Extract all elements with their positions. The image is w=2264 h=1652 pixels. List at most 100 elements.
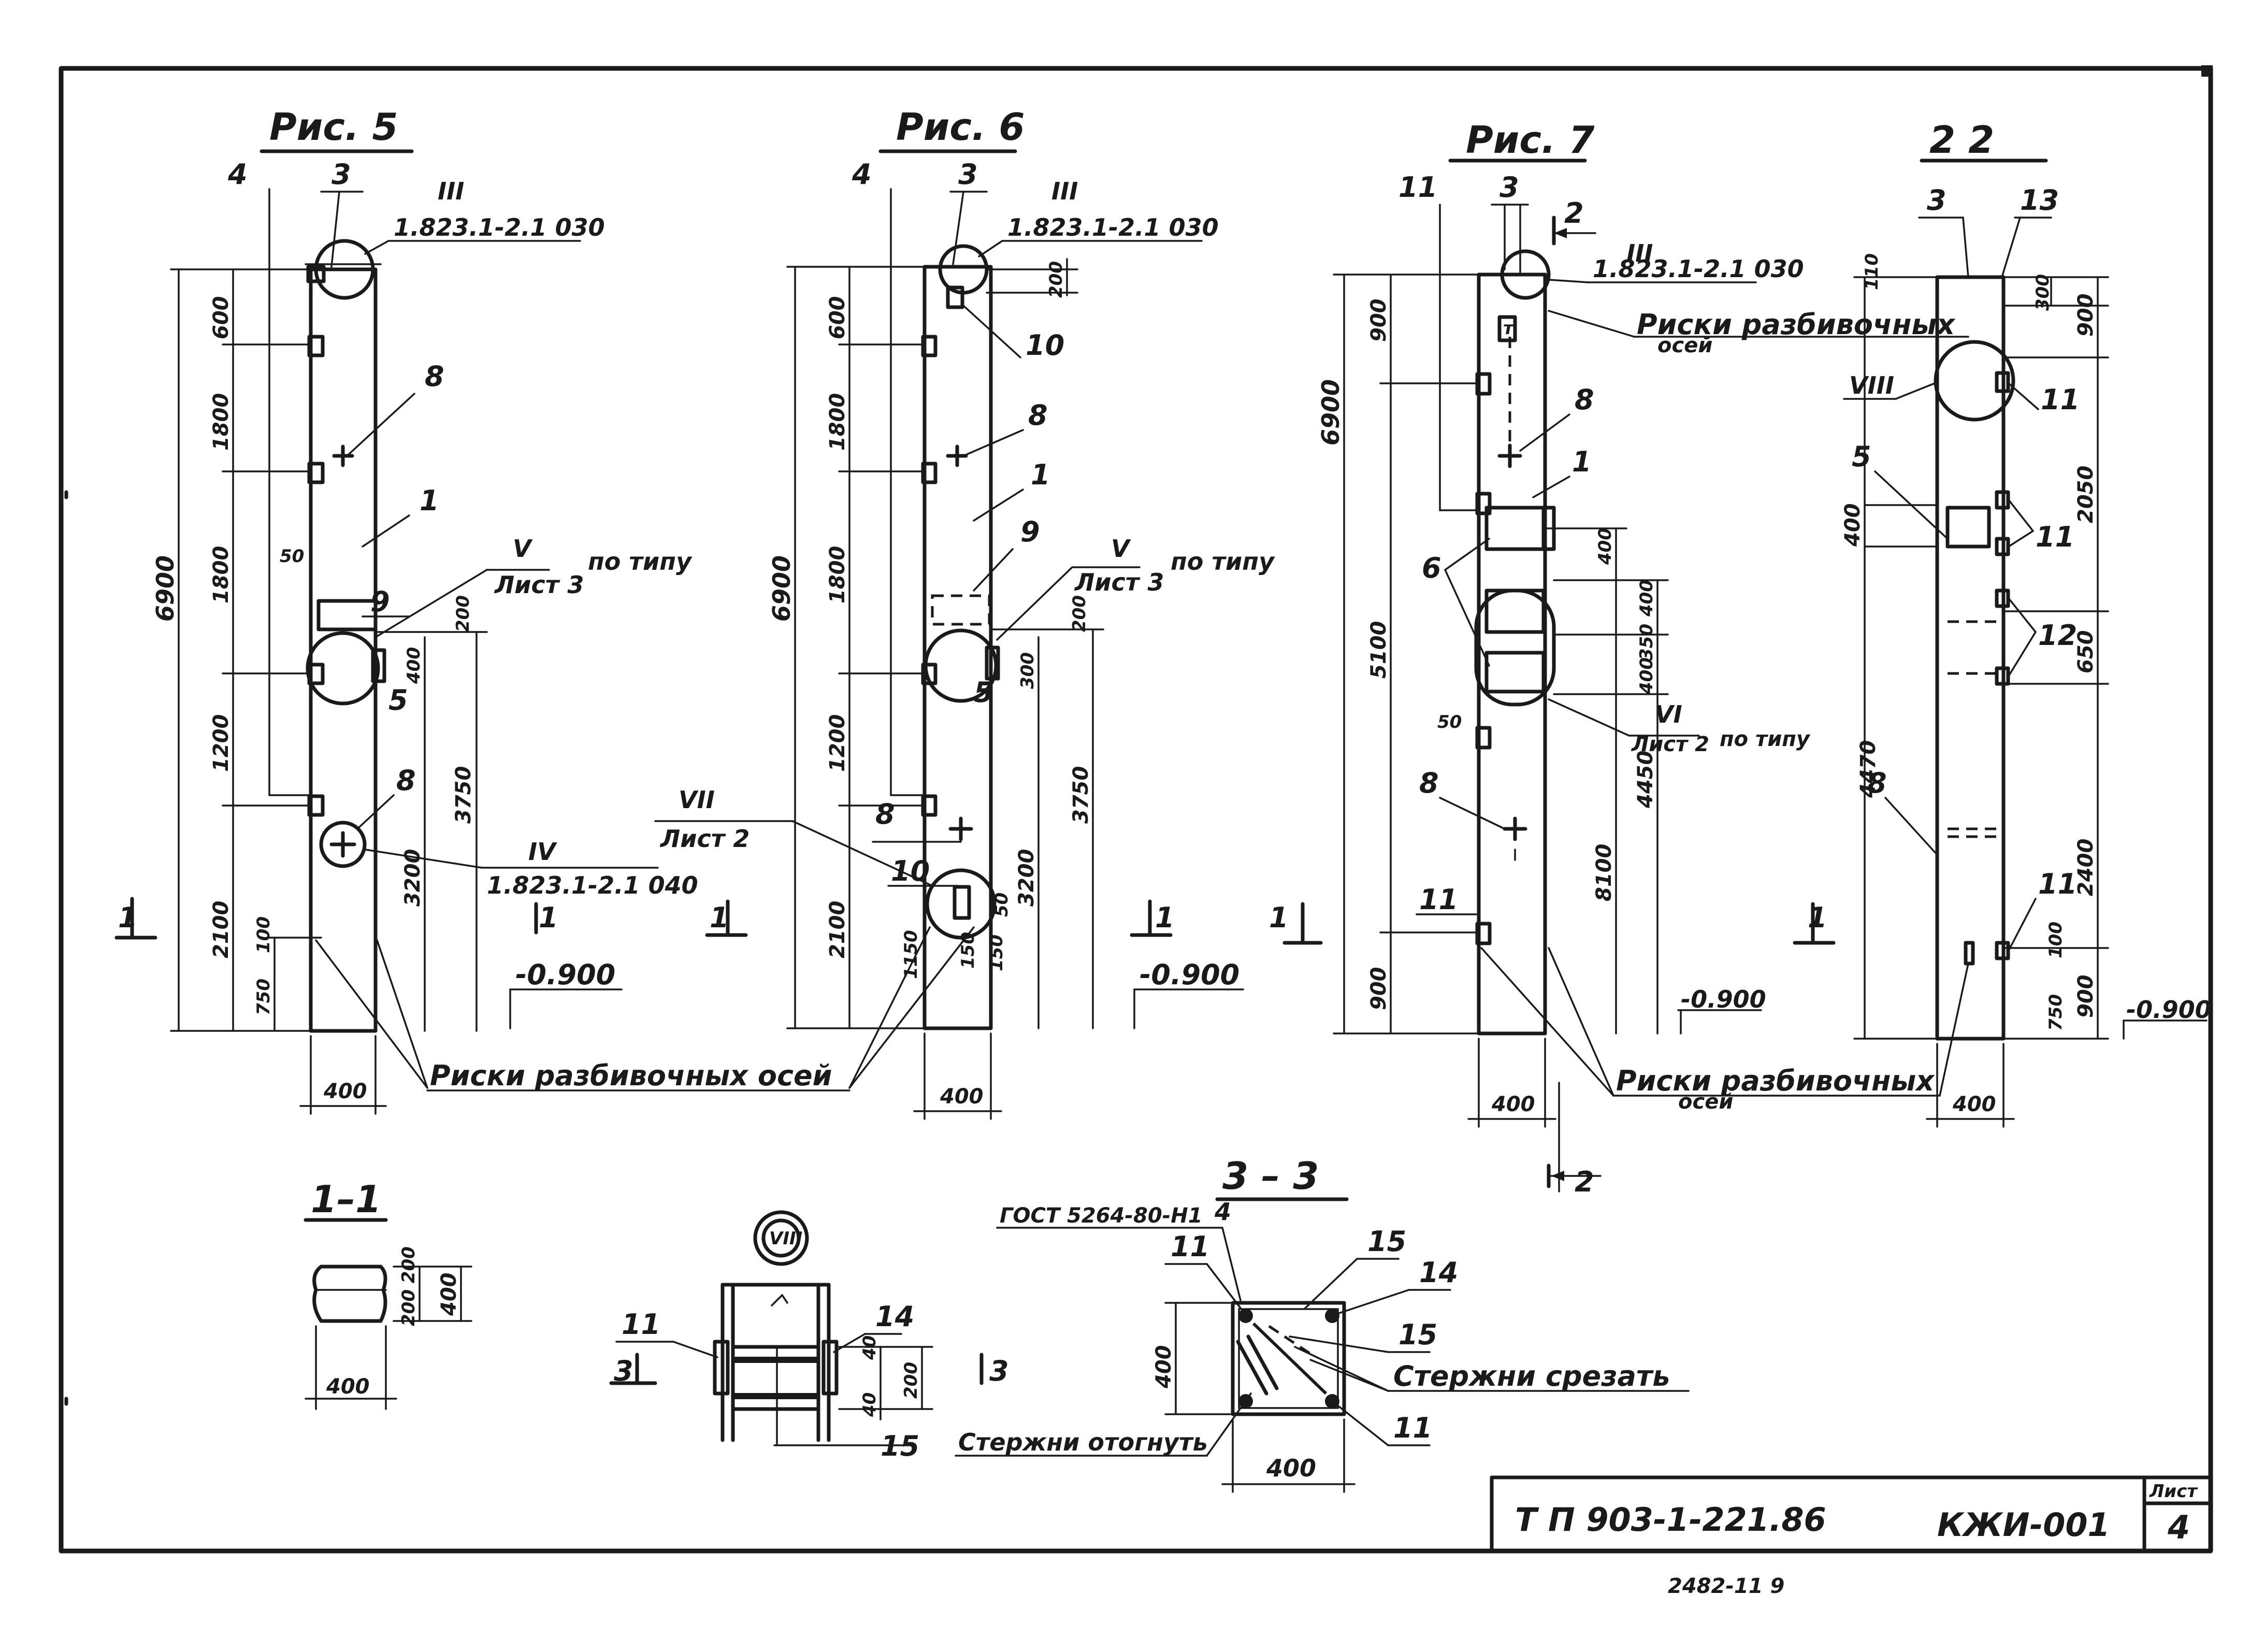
- svg-text:-0.900: -0.900: [1140, 958, 1239, 991]
- svg-text:5: 5: [1852, 440, 1871, 473]
- svg-text:400: 400: [940, 1085, 984, 1109]
- svg-text:400: 400: [1266, 1454, 1316, 1482]
- svg-text:13: 13: [2020, 184, 2059, 217]
- node-VIII: VIII 11 14 15 3 3 200 40 40: [609, 1210, 1009, 1462]
- svg-text:100: 100: [2045, 922, 2066, 958]
- svg-text:8: 8: [875, 798, 895, 830]
- svg-text:300: 300: [2032, 274, 2053, 311]
- svg-text:15: 15: [1367, 1225, 1406, 1258]
- svg-text:VIII: VIII: [769, 1228, 802, 1249]
- sheet-label: Лист: [2149, 1481, 2198, 1502]
- svg-text:14: 14: [875, 1300, 914, 1333]
- svg-text:2100: 2100: [826, 901, 849, 958]
- section-2-2-title: 2 2: [1929, 118, 1994, 162]
- svg-text:III: III: [438, 177, 464, 205]
- svg-text:V: V: [513, 535, 533, 563]
- svg-text:8: 8: [1575, 383, 1594, 416]
- svg-text:11: 11: [1393, 1412, 1432, 1444]
- figure-5-title: Рис. 5: [269, 105, 398, 149]
- svg-text:12: 12: [2038, 619, 2077, 652]
- svg-text:1.823.1-2.1 030: 1.823.1-2.1 030: [394, 213, 605, 241]
- svg-text:III: III: [1626, 239, 1653, 267]
- svg-text:Лист 3: Лист 3: [1074, 568, 1164, 596]
- svg-text:8: 8: [1867, 767, 1887, 799]
- node-VIII-marker: [753, 1210, 809, 1266]
- svg-text:14: 14: [1419, 1256, 1458, 1289]
- svg-text:50: 50: [991, 893, 1012, 917]
- svg-text:2400: 2400: [2074, 839, 2098, 896]
- sheet-frame: [59, 66, 2213, 1554]
- svg-text:11: 11: [2036, 521, 2074, 553]
- svg-text:400: 400: [1636, 657, 1657, 695]
- svg-text:VIII: VIII: [1849, 371, 1894, 399]
- svg-text:600: 600: [826, 296, 849, 340]
- svg-text:осей: осей: [1678, 1090, 1733, 1114]
- svg-text:400: 400: [1841, 504, 1865, 548]
- svg-text:200: 200: [901, 1362, 921, 1399]
- svg-text:750: 750: [2045, 994, 2066, 1031]
- column-outline: [922, 265, 993, 1030]
- svg-text:-0.900: -0.900: [2126, 996, 2212, 1024]
- project-number: Т П 903-1-221.86: [1515, 1501, 1826, 1539]
- svg-text:400: 400: [1491, 1093, 1535, 1116]
- svg-text:600: 600: [209, 296, 233, 340]
- svg-text:3: 3: [958, 158, 978, 191]
- svg-text:по типу: по типу: [1720, 727, 1811, 751]
- svg-text:150: 150: [958, 932, 978, 969]
- svg-text:Риски разбивочных: Риски разбивочных: [1616, 1065, 1935, 1097]
- svg-text:8100: 8100: [1592, 844, 1616, 901]
- svg-text:3: 3: [331, 158, 351, 191]
- svg-text:-0.900: -0.900: [515, 958, 615, 991]
- svg-text:1800: 1800: [826, 393, 849, 451]
- svg-text:1800: 1800: [209, 546, 233, 604]
- svg-text:100: 100: [253, 916, 274, 953]
- svg-text:1800: 1800: [209, 393, 233, 451]
- section-3-3: 3 – 3 ГОСТ 5264-80-Н1 4 11 15 14 15 Стер…: [955, 1154, 1690, 1493]
- svg-text:750: 750: [253, 979, 274, 1015]
- svg-text:1.823.1-2.1 040: 1.823.1-2.1 040: [487, 871, 698, 899]
- svg-text:2: 2: [1575, 1166, 1594, 1198]
- svg-text:40: 40: [859, 1392, 880, 1417]
- svg-text:200 200: 200 200: [398, 1246, 419, 1326]
- svg-text:1: 1: [1269, 901, 1289, 934]
- svg-text:150: 150: [986, 935, 1007, 971]
- svg-text:VII: VII: [679, 786, 715, 814]
- svg-text:400: 400: [323, 1080, 367, 1103]
- svg-text:8: 8: [1419, 767, 1439, 799]
- title-block: Т П 903-1-221.86 КЖИ-001 Лист 4: [1490, 1475, 2213, 1553]
- column-outline: [309, 267, 378, 1033]
- svg-text:по типу: по типу: [1171, 548, 1275, 576]
- svg-text:650: 650: [2074, 630, 2098, 674]
- svg-text:6900: 6900: [1317, 379, 1345, 446]
- svg-text:1: 1: [420, 484, 439, 517]
- svg-text:400: 400: [1595, 528, 1616, 565]
- svg-text:9: 9: [370, 585, 390, 618]
- sterzhni-srezat-note: Стержни срезать: [1393, 1360, 1670, 1392]
- svg-text:по типу: по типу: [588, 548, 693, 576]
- figure-7: Рис. 7 т 6900 900 5100 900 50: [1269, 118, 1969, 1198]
- svg-text:11: 11: [1419, 883, 1458, 916]
- svg-text:900: 900: [1367, 299, 1391, 342]
- svg-text:3750: 3750: [1069, 766, 1093, 824]
- section-1-1-title: 1–1: [311, 1177, 381, 1221]
- svg-text:8: 8: [396, 764, 416, 797]
- svg-text:2: 2: [1564, 197, 1584, 229]
- svg-text:400: 400: [403, 647, 424, 684]
- svg-text:3200: 3200: [1015, 849, 1039, 907]
- svg-text:200: 200: [1069, 595, 1090, 632]
- svg-text:8: 8: [425, 360, 444, 393]
- svg-text:1: 1: [1808, 901, 1827, 934]
- node-circle-III: [314, 239, 375, 300]
- svg-text:III: III: [1051, 177, 1078, 205]
- svg-text:2050: 2050: [2074, 466, 2098, 523]
- svg-text:3: 3: [1927, 184, 1946, 217]
- svg-text:4: 4: [852, 158, 872, 191]
- svg-text:1200: 1200: [826, 714, 849, 772]
- svg-text:IV: IV: [528, 838, 557, 866]
- svg-text:1: 1: [1155, 901, 1175, 934]
- svg-text:50: 50: [1437, 712, 1462, 732]
- svg-text:Риски разбивочных: Риски разбивочных: [1637, 308, 1956, 341]
- svg-text:50: 50: [280, 546, 304, 567]
- svg-text:4: 4: [227, 158, 248, 191]
